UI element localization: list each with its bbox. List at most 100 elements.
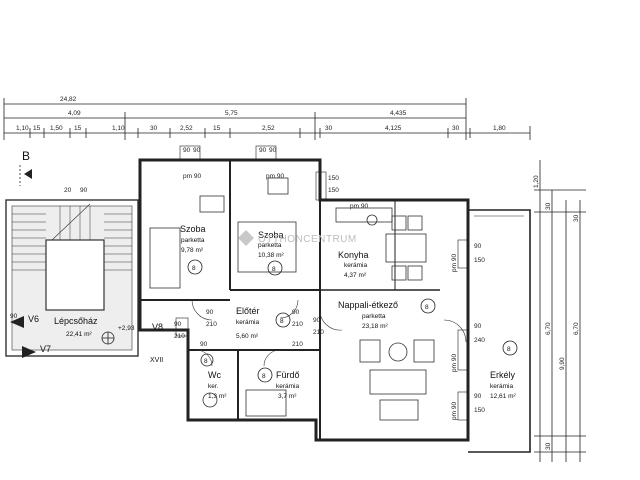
svg-text:30: 30	[545, 442, 552, 450]
room-szoba-2: Szoba parketta 10,38 m² 8	[258, 230, 284, 276]
svg-text:30: 30	[325, 125, 333, 132]
svg-text:90: 90	[474, 323, 482, 330]
svg-text:Wc: Wc	[208, 370, 221, 380]
svg-text:OTTHONCENTRUM: OTTHONCENTRUM	[258, 234, 357, 245]
svg-text:1,80: 1,80	[493, 125, 506, 132]
svg-text:V6: V6	[28, 314, 39, 324]
svg-text:kerámia: kerámia	[236, 319, 260, 326]
svg-text:2,52: 2,52	[262, 125, 275, 132]
svg-text:kerámia: kerámia	[344, 262, 368, 269]
apartment-walls	[138, 158, 531, 453]
room-konyha: Konyha kerámia 4,37 m²	[338, 250, 369, 279]
svg-text:V7: V7	[40, 344, 51, 354]
dim-bottom-row: 1,10 15 1,50 15 1,10 30 2,52 15 2,52 30 …	[16, 125, 506, 132]
svg-text:pm 90: pm 90	[266, 173, 284, 180]
furniture	[149, 177, 435, 421]
svg-text:90: 90	[193, 147, 201, 154]
inner-door-marks: 90 210 90 210 90 210 90 210 90 210 90	[10, 309, 324, 348]
dimension-lines	[3, 98, 586, 462]
svg-text:3,7 m²: 3,7 m²	[278, 393, 297, 400]
dim-top-2: 5,75	[225, 110, 238, 117]
svg-text:+2,93: +2,93	[118, 325, 135, 332]
svg-text:90: 90	[206, 309, 214, 316]
svg-text:150: 150	[474, 407, 485, 414]
svg-text:8: 8	[272, 266, 276, 273]
svg-text:Konyha: Konyha	[338, 250, 369, 260]
svg-text:210: 210	[206, 321, 217, 328]
svg-text:kerámia: kerámia	[276, 383, 300, 390]
svg-text:8: 8	[204, 358, 208, 365]
svg-text:8: 8	[425, 304, 429, 311]
svg-text:1,3 m²: 1,3 m²	[208, 393, 227, 400]
svg-text:90: 90	[174, 321, 182, 328]
room-szoba-1: Szoba parketta 9,78 m² 8	[180, 224, 206, 275]
svg-text:pm 90: pm 90	[451, 402, 458, 420]
svg-text:10,38 m²: 10,38 m²	[258, 252, 284, 259]
svg-text:9,78 m²: 9,78 m²	[181, 247, 204, 254]
svg-text:90: 90	[474, 393, 482, 400]
svg-text:90: 90	[80, 187, 88, 194]
svg-text:Lépcsőház: Lépcsőház	[54, 316, 98, 326]
svg-text:pm 90: pm 90	[183, 173, 201, 180]
room-eloter: Előtér kerámia 5,60 m² 8	[236, 306, 291, 340]
dim-top-3: 4,435	[390, 110, 407, 117]
svg-text:90: 90	[183, 147, 191, 154]
svg-text:5,60 m²: 5,60 m²	[236, 333, 259, 340]
svg-text:8: 8	[507, 346, 511, 353]
svg-text:150: 150	[474, 257, 485, 264]
svg-text:30: 30	[545, 202, 552, 210]
svg-text:12,61 m²: 12,61 m²	[490, 393, 516, 400]
svg-text:15: 15	[74, 125, 82, 132]
svg-text:Előtér: Előtér	[236, 306, 260, 316]
svg-text:9,90: 9,90	[559, 357, 566, 370]
svg-text:90: 90	[269, 147, 277, 154]
svg-text:210: 210	[292, 321, 303, 328]
svg-text:30: 30	[573, 214, 580, 222]
dim-top-1: 4,09	[68, 110, 81, 117]
section-mark: B	[19, 149, 32, 186]
svg-text:Szoba: Szoba	[180, 224, 206, 234]
svg-text:ker.: ker.	[208, 383, 219, 390]
svg-text:90: 90	[474, 243, 482, 250]
svg-text:90: 90	[313, 317, 321, 324]
svg-text:Erkély: Erkély	[490, 370, 516, 380]
room-nappali: Nappali-étkező parketta 23,18 m² 8	[338, 298, 436, 330]
svg-text:210: 210	[292, 341, 303, 348]
opening-markers	[175, 145, 469, 421]
svg-text:Fürdő: Fürdő	[276, 370, 300, 380]
staircase	[5, 199, 139, 357]
svg-text:Nappali-étkező: Nappali-étkező	[338, 300, 398, 310]
svg-text:8: 8	[280, 318, 284, 325]
svg-text:22,41 m²: 22,41 m²	[66, 331, 92, 338]
svg-text:90: 90	[10, 313, 18, 320]
room-wc: Wc ker. 1,3 m² 8	[200, 353, 227, 400]
svg-text:90: 90	[292, 309, 300, 316]
svg-text:1,10: 1,10	[112, 125, 125, 132]
svg-text:4,37 m²: 4,37 m²	[344, 272, 367, 279]
svg-text:150: 150	[328, 187, 339, 194]
svg-text:6,70: 6,70	[573, 322, 580, 335]
svg-text:parketta: parketta	[258, 242, 282, 249]
svg-text:pm 90: pm 90	[451, 354, 458, 372]
svg-text:150: 150	[328, 175, 339, 182]
svg-text:6,70: 6,70	[545, 322, 552, 335]
room-erkely: Erkély kerámia 12,61 m² 8	[490, 340, 518, 400]
dim-side: 1,20 30 6,70 9,90 30 6,70 30	[533, 175, 580, 450]
svg-text:2,52: 2,52	[180, 125, 193, 132]
room-furdo: Fürdő kerámia 3,7 m² 8	[257, 367, 300, 400]
svg-text:240: 240	[474, 337, 485, 344]
watermark: OTTHONCENTRUM	[238, 230, 357, 246]
svg-text:15: 15	[213, 125, 221, 132]
svg-text:1,10: 1,10	[16, 125, 29, 132]
svg-text:8: 8	[192, 265, 196, 272]
svg-text:210: 210	[313, 329, 324, 336]
svg-text:1,50: 1,50	[50, 125, 63, 132]
svg-text:B: B	[22, 149, 30, 163]
svg-text:Szoba: Szoba	[258, 230, 284, 240]
svg-text:XVII: XVII	[150, 357, 163, 364]
svg-text:parketta: parketta	[362, 313, 386, 320]
svg-text:8: 8	[262, 373, 266, 380]
staircase-top-mark: 20	[64, 187, 72, 194]
svg-text:30: 30	[150, 125, 158, 132]
